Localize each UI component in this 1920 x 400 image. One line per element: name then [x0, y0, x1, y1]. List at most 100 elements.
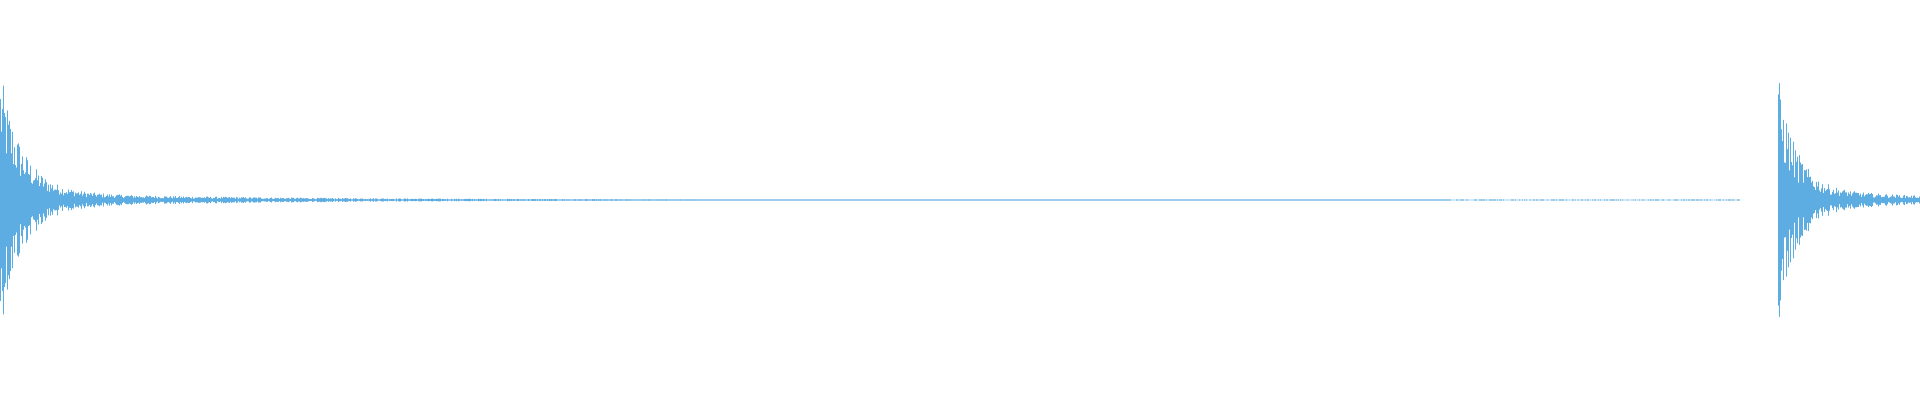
- waveform-sample-bar: [1265, 199, 1266, 201]
- waveform-sample-bar: [232, 197, 233, 203]
- waveform-sample-bar: [882, 199, 883, 201]
- waveform-sample-bar: [311, 198, 312, 202]
- waveform-sample-bar: [640, 199, 641, 201]
- waveform-sample-bar: [613, 199, 614, 201]
- waveform-sample-bar: [1862, 194, 1863, 206]
- waveform-sample-bar: [1169, 199, 1170, 201]
- waveform-sample-bar: [1397, 199, 1398, 201]
- waveform-sample-bar: [1371, 199, 1372, 201]
- waveform-sample-bar: [310, 199, 311, 201]
- waveform-sample-bar: [418, 198, 419, 202]
- waveform-sample-bar: [1413, 199, 1414, 201]
- waveform-sample-bar: [134, 196, 135, 204]
- waveform-sample-bar: [1396, 199, 1397, 201]
- waveform-sample-bar: [810, 199, 811, 201]
- waveform-sample-bar: [584, 199, 585, 201]
- waveform-sample-bar: [715, 199, 716, 201]
- waveform-sample-bar: [655, 199, 656, 201]
- waveform-sample-bar: [812, 199, 813, 201]
- waveform-sample-bar: [645, 199, 646, 201]
- waveform-sample-bar: [323, 198, 324, 202]
- waveform-sample-bar: [1269, 199, 1270, 201]
- waveform-sample-bar: [219, 198, 220, 202]
- waveform-sample-bar: [149, 195, 150, 205]
- waveform-sample-bar: [798, 199, 799, 201]
- waveform-sample-bar: [56, 189, 57, 211]
- waveform-sample-bar: [905, 199, 906, 201]
- waveform-sample-bar: [283, 198, 284, 202]
- waveform-sample-bar: [449, 199, 450, 201]
- waveform-sample-bar: [1199, 199, 1200, 201]
- waveform-sample-bar: [394, 199, 395, 201]
- waveform-sample-bar: [763, 199, 764, 201]
- waveform-sample-bar: [1088, 199, 1089, 201]
- waveform-sample-bar: [1385, 199, 1386, 201]
- waveform-sample-bar: [408, 199, 409, 201]
- waveform-sample-bar: [764, 199, 765, 201]
- waveform-sample-bar: [68, 189, 69, 211]
- waveform-sample-bar: [406, 199, 407, 201]
- waveform-sample-bar: [1166, 199, 1167, 201]
- waveform-sample-bar: [662, 199, 663, 201]
- waveform-sample-bar: [466, 198, 467, 202]
- waveform-sample-bar: [1252, 199, 1253, 201]
- waveform-sample-bar: [671, 199, 672, 201]
- waveform-sample-bar: [1195, 199, 1196, 201]
- waveform-sample-bar: [1052, 199, 1053, 201]
- waveform-sample-bar: [1320, 199, 1321, 201]
- waveform-sample-bar: [355, 198, 356, 202]
- waveform-sample-bar: [369, 199, 370, 201]
- waveform-sample-bar: [558, 199, 559, 201]
- waveform-sample-bar: [677, 199, 678, 201]
- waveform-sample-bar: [274, 198, 275, 202]
- waveform-sample-bar: [89, 195, 90, 205]
- waveform-sample-bar: [760, 199, 761, 201]
- waveform-sample-bar: [290, 199, 291, 201]
- waveform-sample-bar: [1572, 199, 1573, 201]
- waveform-sample-bar: [964, 199, 965, 201]
- waveform-sample-bar: [363, 199, 364, 201]
- waveform-sample-bar: [248, 198, 249, 202]
- waveform-sample-bar: [67, 193, 68, 207]
- waveform-sample-bar: [1594, 199, 1595, 201]
- waveform-sample-bar: [1857, 193, 1858, 207]
- waveform-sample-bar: [398, 198, 399, 202]
- waveform-sample-bar: [1552, 199, 1553, 201]
- waveform-sample-bar: [1352, 199, 1353, 201]
- waveform-sample-bar: [996, 199, 997, 201]
- waveform-sample-bar: [1313, 199, 1314, 201]
- waveform-sample-bar: [1500, 199, 1501, 201]
- waveform-sample-bar: [1440, 199, 1441, 201]
- waveform-sample-bar: [192, 196, 193, 204]
- waveform-sample-bar: [279, 198, 280, 202]
- waveform-sample-bar: [1696, 199, 1697, 201]
- waveform-sample-bar: [468, 198, 469, 202]
- waveform-sample-bar: [918, 199, 919, 201]
- waveform-sample-bar: [1807, 177, 1808, 223]
- waveform-sample-bar: [1077, 199, 1078, 201]
- waveform-sample-bar: [1843, 190, 1844, 210]
- waveform-sample-bar: [432, 198, 433, 202]
- waveform-sample-bar: [1012, 199, 1013, 201]
- waveform-sample-bar: [1694, 199, 1695, 201]
- waveform-sample-bar: [1839, 195, 1840, 205]
- waveform-sample-bar: [1501, 199, 1502, 201]
- waveform-sample-bar: [1460, 199, 1461, 201]
- waveform-sample-bar: [642, 199, 643, 201]
- waveform-sample-bar: [19, 146, 20, 254]
- waveform-sample-bar: [883, 199, 884, 201]
- waveform-sample-bar: [117, 194, 118, 206]
- waveform-sample-bar: [619, 199, 620, 201]
- waveform-sample-bar: [1415, 199, 1416, 201]
- waveform-sample-bar: [1611, 199, 1612, 201]
- waveform-sample-bar: [450, 199, 451, 201]
- waveform-sample-bar: [1875, 196, 1876, 204]
- waveform-sample-bar: [939, 199, 940, 201]
- waveform-sample-bar: [154, 198, 155, 202]
- waveform-sample-bar: [894, 199, 895, 201]
- waveform-sample-bar: [1499, 199, 1500, 201]
- waveform-sample-bar: [710, 199, 711, 201]
- waveform-sample-bar: [51, 188, 52, 212]
